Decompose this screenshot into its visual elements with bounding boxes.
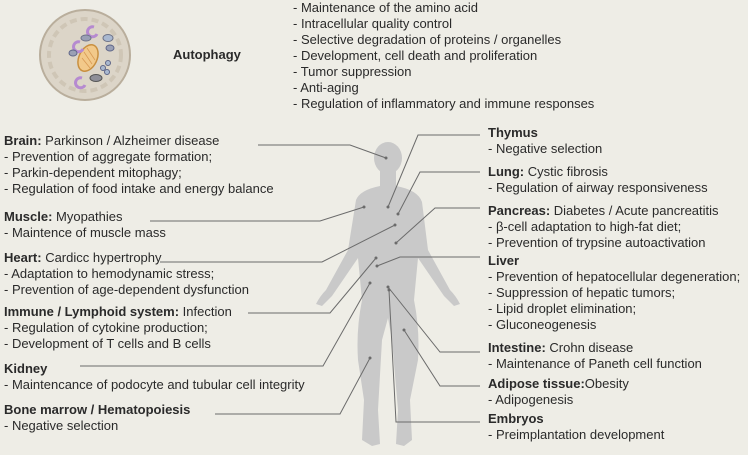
organ-marker-dots <box>362 156 406 360</box>
organ-name: Kidney <box>4 361 48 376</box>
organ-disease: Cystic fibrosis <box>524 164 608 179</box>
organ-disease: Diabetes / Acute pancreatitis <box>550 203 719 218</box>
organ-name: Adipose tissue: <box>488 376 585 391</box>
organ-name: Bone marrow / Hematopoiesis <box>4 402 191 417</box>
organ-role: - Development of T cells and B cells <box>4 336 211 351</box>
organ-block-immune: Immune / Lymphoid system: Infection - Re… <box>4 304 232 352</box>
organ-role: - Regulation of cytokine production; <box>4 320 208 335</box>
organ-name: Intestine: <box>488 340 546 355</box>
autophagy-function: - Anti-aging <box>293 80 359 95</box>
organ-disease: Crohn disease <box>545 340 634 355</box>
autophagy-function: - Tumor suppression <box>293 64 412 79</box>
autophagy-function: - Regulation of inflammatory and immune … <box>293 96 595 111</box>
organ-name: Brain: <box>4 133 42 148</box>
organ-role: - Maintencance of podocyte and tubular c… <box>4 377 305 392</box>
organ-role: - Prevention of aggregate formation; <box>4 149 213 164</box>
organ-role: - Maintenance of Paneth cell function <box>488 356 702 371</box>
organ-name: Lung: <box>488 164 525 179</box>
organ-role: - Preimplantation development <box>488 427 665 442</box>
organ-block-pancreas: Pancreas: Diabetes / Acute pancreatitis … <box>488 203 719 251</box>
organ-role: - Prevention of trypsine autoactivation <box>488 235 706 250</box>
organ-name: Muscle: <box>4 209 53 224</box>
organ-block-thymus: Thymus - Negative selection <box>488 125 602 157</box>
organ-role: - Maintence of muscle mass <box>4 225 166 240</box>
organ-name: Immune / Lymphoid system: <box>4 304 180 319</box>
organ-role: - Adaptation to hemodynamic stress; <box>4 266 215 281</box>
organ-role: - Regulation of airway responsiveness <box>488 180 708 195</box>
organ-disease: Myopathies <box>52 209 123 224</box>
organ-role: - β-cell adaptation to high-fat diet; <box>488 219 682 234</box>
organ-block-heart: Heart: Cardicc hypertrophy - Adaptation … <box>4 250 249 298</box>
organ-role: - Prevention of age-dependent dysfunctio… <box>4 282 250 297</box>
organ-role: - Suppression of hepatic tumors; <box>488 285 676 300</box>
autophagy-function: - Maintenance of the amino acid <box>293 0 478 15</box>
organ-disease: Obesity <box>584 376 629 391</box>
organ-block-liver: Liver - Prevention of hepatocellular deg… <box>488 253 740 333</box>
organ-block-bone-marrow: Bone marrow / Hematopoiesis - Negative s… <box>4 402 190 434</box>
autophagy-function: - Selective degradation of proteins / or… <box>293 32 562 47</box>
leader-lines <box>80 134 480 423</box>
organ-block-kidney: Kidney - Maintencance of podocyte and tu… <box>4 361 305 393</box>
organ-role: - Prevention of hepatocellular degenerat… <box>488 269 741 284</box>
organ-role: - Adipogenesis <box>488 392 574 407</box>
organ-role: - Gluconeogenesis <box>488 317 597 332</box>
organ-name: Heart: <box>4 250 42 265</box>
organ-role: - Negative selection <box>488 141 603 156</box>
organ-block-intestine: Intestine: Crohn disease - Maintenance o… <box>488 340 702 372</box>
organ-disease: Infection <box>179 304 232 319</box>
autophagy-function: - Development, cell death and proliferat… <box>293 48 538 63</box>
organ-name: Pancreas: <box>488 203 551 218</box>
autophagy-function: - Intracellular quality control <box>293 16 452 31</box>
organ-block-muscle: Muscle: Myopathies - Maintence of muscle… <box>4 209 166 241</box>
autophagy-title: Autophagy <box>173 47 241 62</box>
organ-name: Liver <box>488 253 520 268</box>
organ-role: - Negative selection <box>4 418 119 433</box>
human-body-figure <box>316 142 460 446</box>
organ-block-brain: Brain: Parkinson / Alzheimer disease - P… <box>4 133 274 197</box>
organ-block-adipose: Adipose tissue:Obesity - Adipogenesis <box>488 376 629 408</box>
organ-disease: Cardicc hypertrophy <box>41 250 162 265</box>
cell-with-organelles-icon <box>39 9 131 101</box>
organ-name: Thymus <box>488 125 538 140</box>
organ-disease: Parkinson / Alzheimer disease <box>41 133 220 148</box>
organ-block-embryos: Embryos - Preimplantation development <box>488 411 664 443</box>
organ-role: - Lipid droplet elimination; <box>488 301 637 316</box>
organ-name: Embryos <box>488 411 544 426</box>
organ-block-lung: Lung: Cystic fibrosis - Regulation of ai… <box>488 164 708 196</box>
organ-role: - Parkin-dependent mitophagy; <box>4 165 182 180</box>
autophagy-functions-list: - Maintenance of the amino acid - Intrac… <box>293 0 594 112</box>
organ-role: - Regulation of food intake and energy b… <box>4 181 274 196</box>
